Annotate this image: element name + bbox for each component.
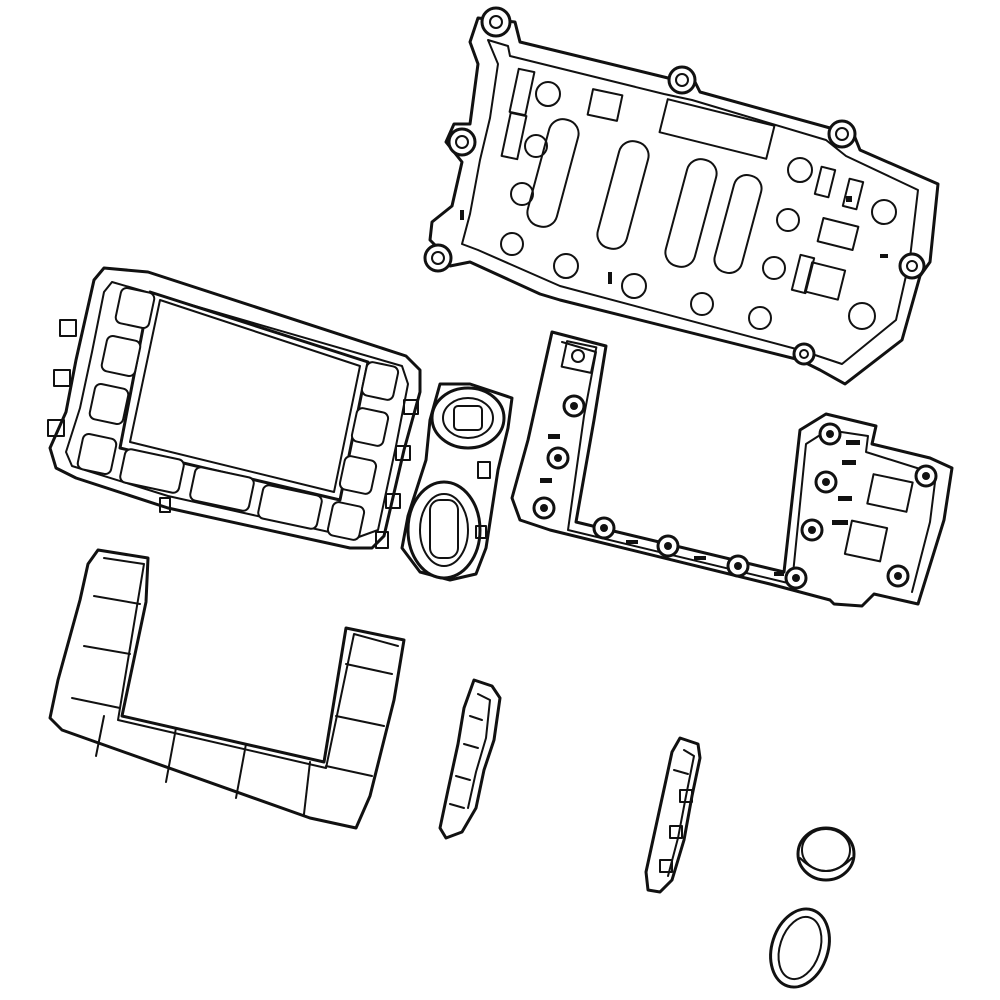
left-light-pipe-strip xyxy=(438,678,502,840)
control-panel-mounting-bracket xyxy=(423,6,940,386)
keypad-membrane-overlay xyxy=(48,548,406,830)
right-light-pipe-strip xyxy=(644,736,702,894)
control-circuit-board xyxy=(510,330,954,608)
display-bezel-frame xyxy=(47,266,422,550)
knob-seal-ring-assembly xyxy=(400,382,514,582)
oval-button-cap xyxy=(769,907,831,989)
round-button-cap xyxy=(796,826,856,882)
